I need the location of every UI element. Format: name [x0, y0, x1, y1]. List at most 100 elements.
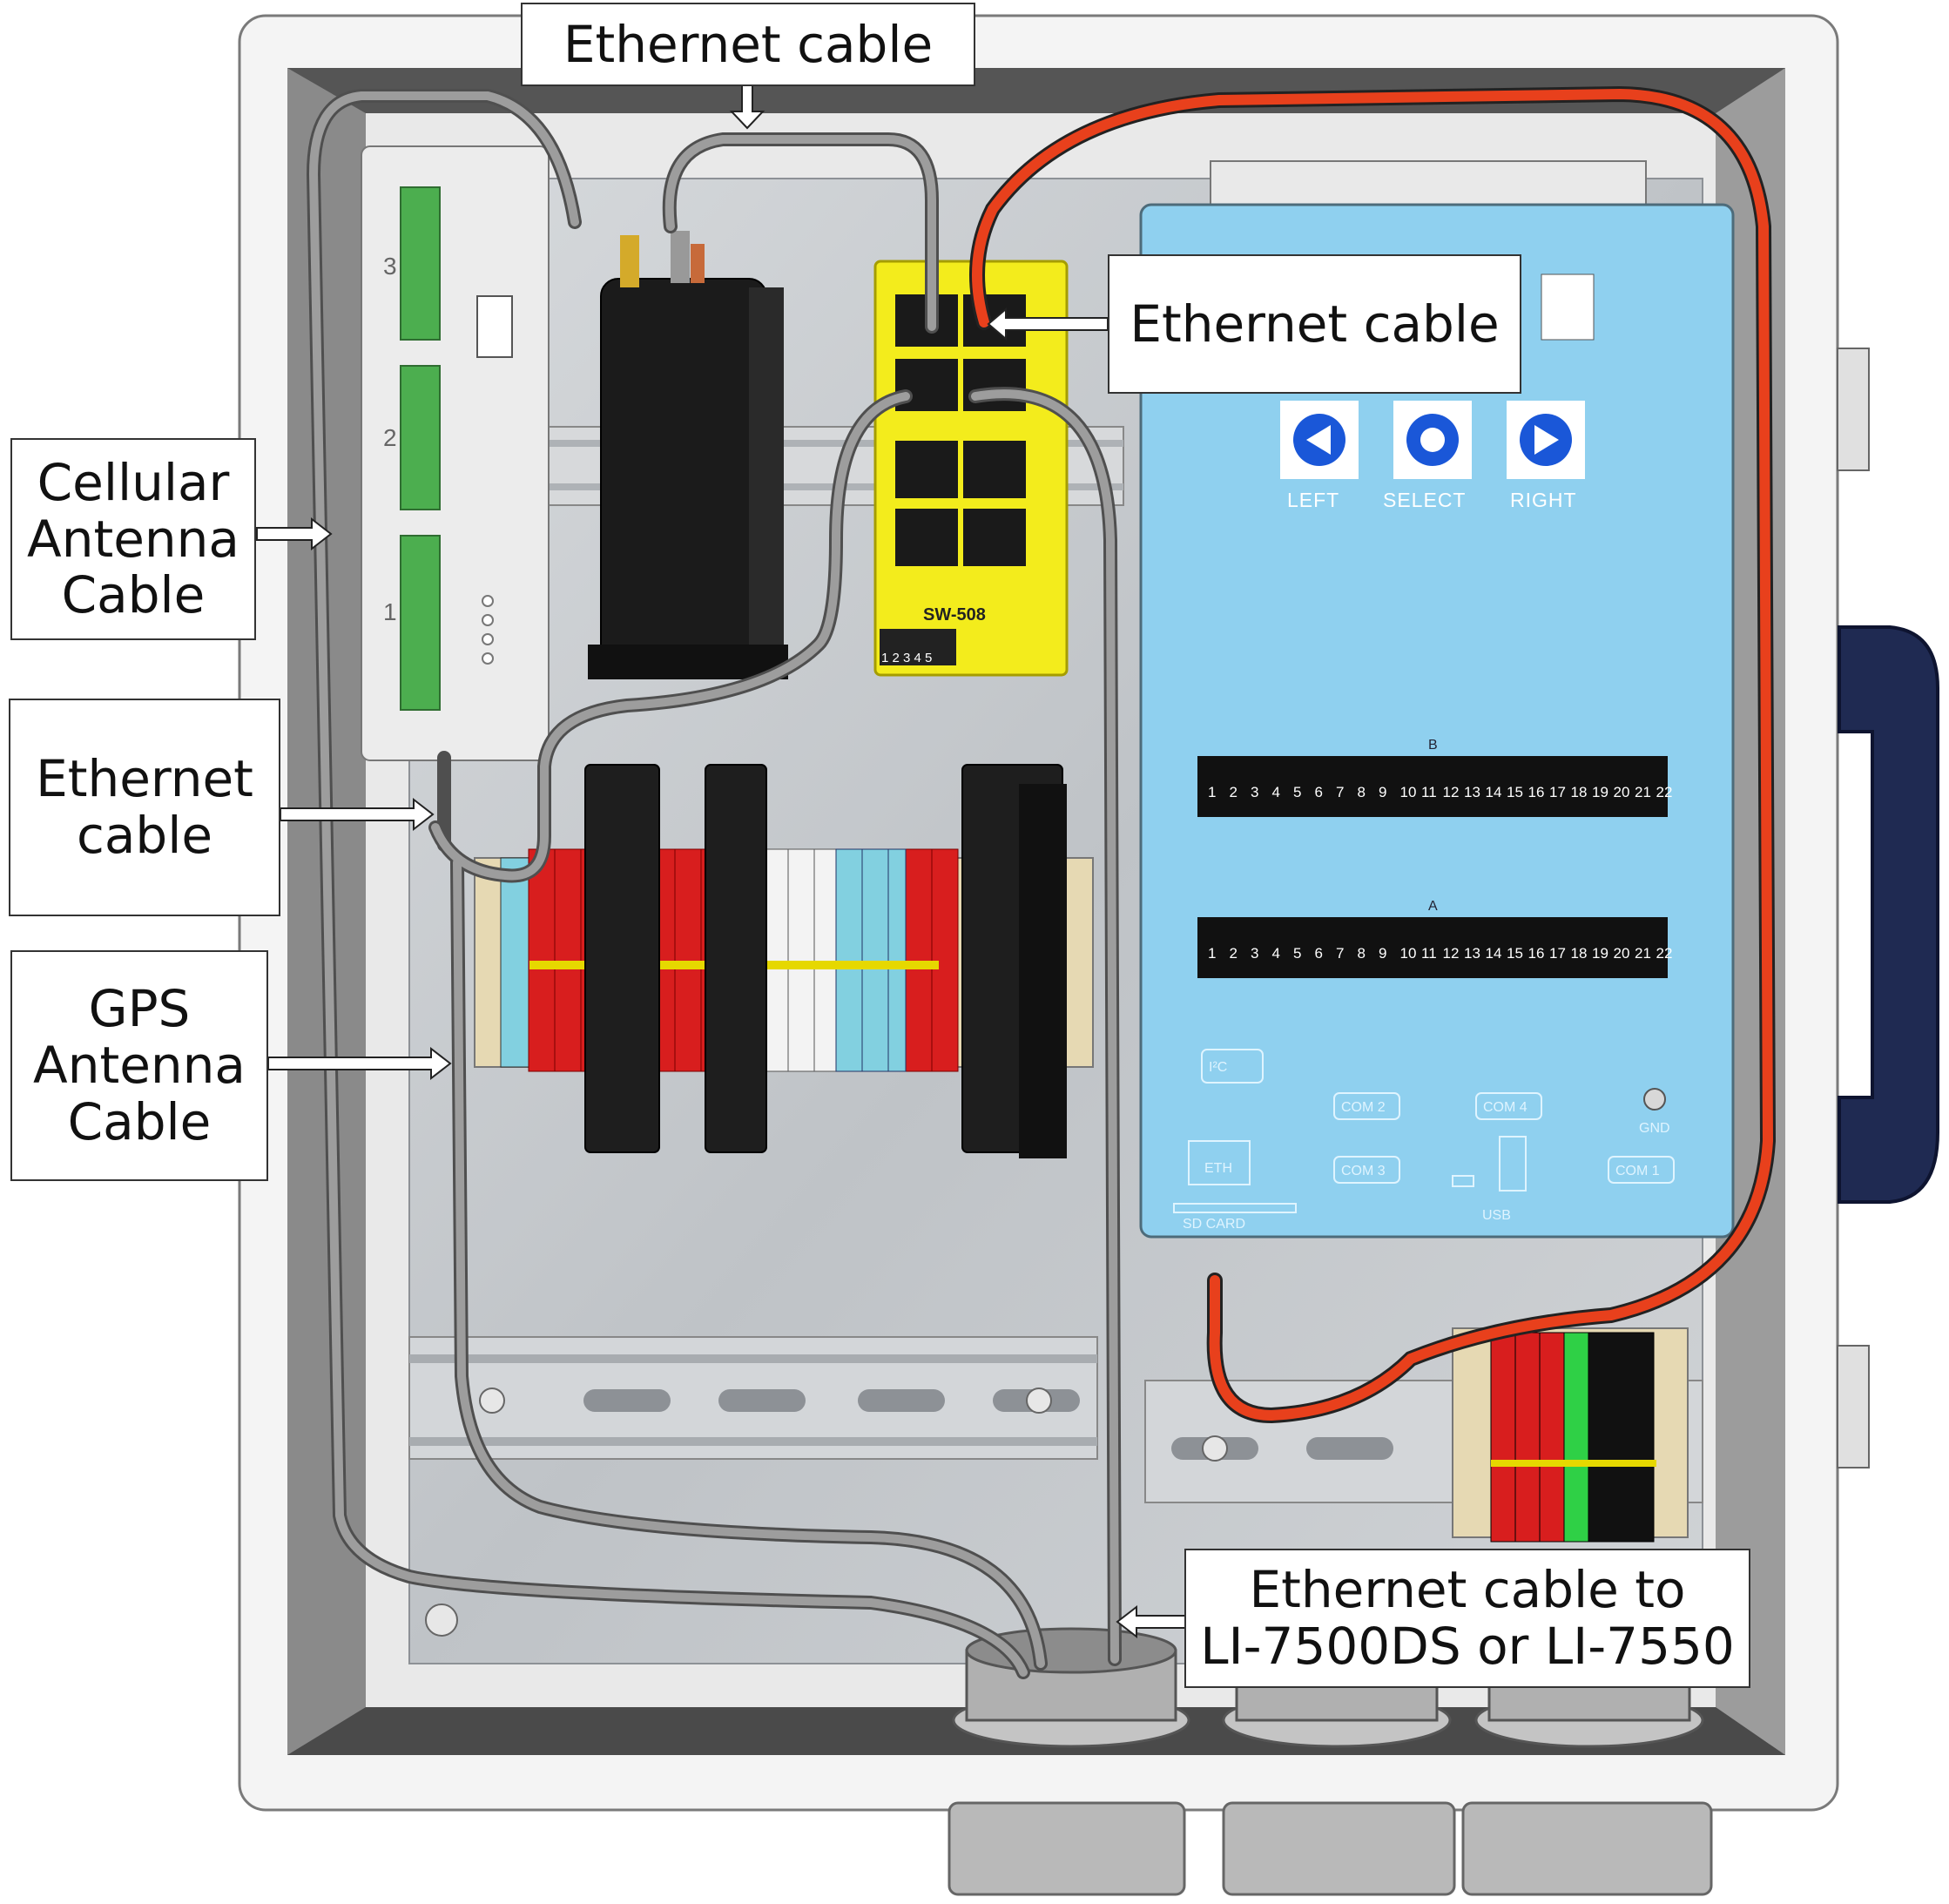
com2-port: COM 2	[1341, 1100, 1386, 1115]
callout-ethernet-cable-switch: Ethernet cable	[1108, 254, 1521, 394]
module-number-3: 3	[383, 253, 397, 280]
row-a-label: A	[1428, 899, 1438, 914]
callout-line: Antenna	[27, 509, 239, 569]
terminal-number-b-19: 19	[1592, 784, 1608, 800]
eth-port: ETH	[1204, 1161, 1232, 1176]
com3-port: COM 3	[1341, 1164, 1386, 1178]
terminal-number-b-1: 1	[1208, 784, 1216, 800]
left-button-label: LEFT	[1287, 489, 1339, 511]
select-button-label: SELECT	[1383, 489, 1466, 511]
terminal-number-b-4: 4	[1272, 784, 1280, 800]
sd-card-slot: SD CARD	[1183, 1217, 1245, 1232]
io-expansion-module: 3 2 1	[361, 145, 550, 761]
terminal-number-b-14: 14	[1486, 784, 1502, 800]
terminal-number-a-20: 20	[1614, 945, 1630, 962]
callout-ethernet-cable-to-analyzer: Ethernet cable to LI-7500DS or LI-7550	[1184, 1549, 1750, 1688]
terminal-number-a-12: 12	[1443, 945, 1460, 962]
callout-line: GPS	[88, 979, 191, 1039]
callout-line: Cellular	[37, 452, 230, 512]
callout-line: Cable	[67, 1091, 212, 1151]
terminal-number-b-8: 8	[1358, 784, 1366, 800]
terminal-block-strip	[474, 764, 1094, 1158]
terminal-number-b-3: 3	[1251, 784, 1258, 800]
callout-line: Ethernet cable to	[1249, 1560, 1686, 1620]
cellular-modem	[588, 231, 788, 679]
terminal-number-a-5: 5	[1293, 945, 1301, 962]
terminal-number-a-7: 7	[1336, 945, 1344, 962]
terminal-number-b-10: 10	[1400, 784, 1417, 800]
din-rail-middle	[408, 1336, 1098, 1460]
callout-arrows	[256, 84, 1198, 1639]
callout-gps-antenna-cable: GPS Antenna Cable	[10, 950, 268, 1181]
gray-cables-highlight	[308, 91, 1119, 1677]
module-number-2: 2	[383, 424, 397, 451]
terminal-number-a-1: 1	[1208, 945, 1216, 962]
terminal-number-a-9: 9	[1379, 945, 1386, 962]
callout-ethernet-cable-top: Ethernet cable	[521, 3, 975, 86]
callout-line: Antenna	[33, 1036, 246, 1096]
terminal-number-b-9: 9	[1379, 784, 1386, 800]
hinge-lower	[1837, 1345, 1870, 1469]
gnd-terminal: GND	[1639, 1121, 1670, 1136]
terminal-number-a-3: 3	[1251, 945, 1258, 962]
terminal-number-b-18: 18	[1571, 784, 1588, 800]
ethernet-switch: SW-508 1 2 3 4 5	[873, 260, 1069, 677]
terminal-number-b-20: 20	[1614, 784, 1630, 800]
terminal-number-a-14: 14	[1486, 945, 1502, 962]
callout-ethernet-cable-left: Ethernet cable	[9, 699, 280, 916]
callout-line: Cable	[61, 565, 206, 625]
terminal-row-a	[1197, 917, 1668, 978]
case-handle	[1838, 625, 1939, 1204]
terminal-number-a-16: 16	[1528, 945, 1545, 962]
terminal-number-a-6: 6	[1315, 945, 1323, 962]
terminal-number-a-2: 2	[1230, 945, 1238, 962]
terminal-number-b-16: 16	[1528, 784, 1545, 800]
terminal-number-a-17: 17	[1549, 945, 1566, 962]
module-number-1: 1	[383, 598, 397, 625]
callout-line: Ethernet cable	[1130, 294, 1500, 354]
terminal-number-b-7: 7	[1336, 784, 1344, 800]
callout-line: cable	[76, 806, 213, 865]
callout-line: LI-7500DS or LI-7550	[1200, 1617, 1735, 1676]
com4-port: COM 4	[1483, 1100, 1528, 1115]
power-terminal-block	[1452, 1327, 1689, 1543]
terminal-number-a-10: 10	[1400, 945, 1417, 962]
callout-line: Ethernet	[36, 749, 253, 809]
terminal-number-a-4: 4	[1272, 945, 1280, 962]
terminal-number-a-11: 11	[1421, 945, 1437, 962]
terminal-number-b-22: 22	[1656, 784, 1673, 800]
i2c-port: I²C	[1209, 1060, 1227, 1075]
cable-glands-outside	[948, 1801, 1713, 1896]
row-b-label: B	[1428, 738, 1438, 753]
terminal-number-b-17: 17	[1549, 784, 1566, 800]
red-ethernet-cable	[969, 85, 1777, 1424]
terminal-number-b-11: 11	[1421, 784, 1437, 800]
terminal-number-a-18: 18	[1571, 945, 1588, 962]
terminal-number-b-2: 2	[1230, 784, 1238, 800]
switch-model-label: SW-508	[923, 605, 986, 625]
terminal-number-b-5: 5	[1293, 784, 1301, 800]
usb-port: USB	[1482, 1208, 1511, 1223]
terminal-number-a-21: 21	[1635, 945, 1651, 962]
callout-line: Ethernet cable	[563, 14, 934, 74]
terminal-number-b-6: 6	[1315, 784, 1323, 800]
switch-dip-labels: 1 2 3 4 5	[881, 651, 932, 665]
terminal-number-a-8: 8	[1358, 945, 1366, 962]
terminal-number-a-19: 19	[1592, 945, 1608, 962]
terminal-number-a-13: 13	[1464, 945, 1480, 962]
terminal-number-b-13: 13	[1464, 784, 1480, 800]
terminal-number-b-12: 12	[1443, 784, 1460, 800]
terminal-number-a-22: 22	[1656, 945, 1673, 962]
com1-port: COM 1	[1615, 1164, 1660, 1178]
terminal-row-b	[1197, 756, 1668, 817]
terminal-number-b-15: 15	[1507, 784, 1523, 800]
mounting-screw	[425, 1604, 458, 1637]
terminal-number-a-15: 15	[1507, 945, 1523, 962]
callout-cellular-antenna-cable: Cellular Antenna Cable	[10, 438, 256, 640]
hinge-upper	[1837, 348, 1870, 471]
right-button-label: RIGHT	[1510, 489, 1577, 511]
